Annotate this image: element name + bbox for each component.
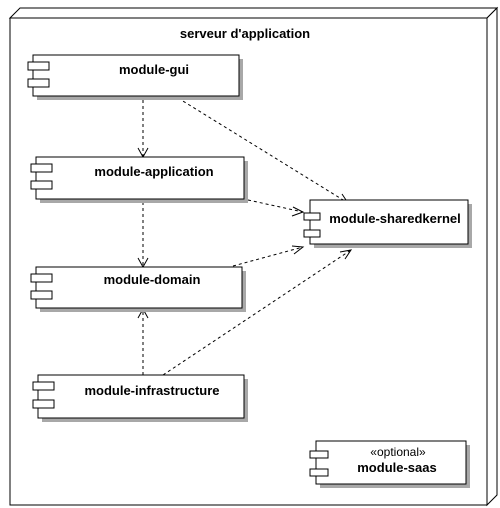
component-name: module-infrastructure: [84, 383, 219, 398]
dependency-infrastructure-sharedkernel: [162, 249, 353, 376]
component-module-domain[interactable]: module-domain: [30, 266, 246, 312]
component-name: module-gui: [119, 62, 189, 77]
component-icon-port: [27, 61, 50, 71]
component-icon-port: [32, 381, 55, 391]
component-icon-port: [309, 468, 329, 477]
component-icon-port: [30, 163, 53, 173]
component-icon-port: [30, 180, 53, 190]
component-icon-port: [30, 290, 53, 300]
component-module-infrastructure[interactable]: module-infrastructure: [32, 374, 248, 422]
dependency-application-sharedkernel: [247, 199, 305, 217]
component-icon-port: [27, 78, 50, 88]
component-icon-port: [30, 273, 53, 283]
component-module-application[interactable]: module-application: [30, 156, 248, 203]
component-icon-port: [303, 212, 321, 221]
component-module-sharedkernel[interactable]: module-sharedkernel: [303, 199, 472, 248]
dependency-domain-sharedkernel: [232, 245, 305, 267]
component-name: module-saas: [357, 460, 436, 475]
component-module-saas[interactable]: «optional» module-saas: [309, 440, 470, 488]
component-name: module-sharedkernel: [329, 211, 461, 226]
component-module-gui[interactable]: module-gui: [27, 54, 243, 100]
component-name: module-domain: [104, 272, 201, 287]
component-icon-port: [309, 450, 329, 459]
component-icon-port: [303, 229, 321, 238]
component-stereotype: «optional»: [370, 445, 426, 459]
node-title: serveur d'application: [180, 26, 310, 41]
component-name: module-application: [94, 164, 213, 179]
component-icon-port: [32, 399, 55, 409]
